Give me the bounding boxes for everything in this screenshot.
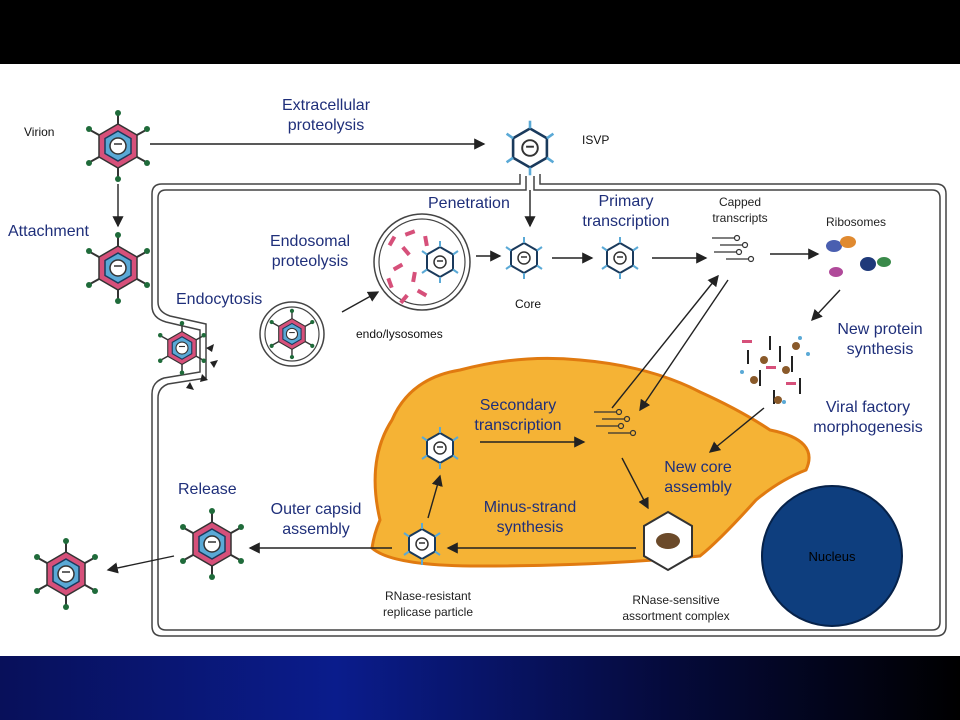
viral-factory [370, 356, 811, 568]
extracellular-label-1: Extracellular [282, 97, 371, 114]
attached-virion [85, 231, 151, 305]
rnase-sensitive-label-2: assortment complex [622, 609, 729, 623]
release-label: Release [178, 481, 237, 498]
reovirus-replication-diagram: Nucleus [8, 97, 947, 637]
rnase-resistant-label-2: replicase particle [383, 605, 473, 619]
attachment-label: Attachment [8, 223, 89, 240]
new-protein-label-1: New protein [837, 321, 922, 338]
outer-capsid-label-2: assembly [282, 521, 350, 538]
bottom-gradient-bar [0, 656, 960, 720]
nucleus-label: Nucleus [809, 549, 856, 564]
secondary-label-2: transcription [474, 417, 561, 434]
isvp-label: ISVP [582, 133, 609, 147]
diagram-panel: Nucleus [0, 64, 960, 656]
isvp-particle [505, 119, 555, 177]
endo-lysosomes-label: endo/lysosomes [356, 327, 443, 341]
extracellular-label-2: proteolysis [288, 117, 364, 134]
rnase-sensitive-label-1: RNase-sensitive [632, 593, 720, 607]
endo-lysosome [373, 213, 471, 311]
assortment-complex [643, 510, 693, 572]
endosomal-label-2: proteolysis [272, 253, 348, 270]
primary-label-1: Primary [598, 193, 653, 210]
process-arrows [106, 138, 841, 574]
capped-transcripts [711, 234, 755, 263]
new-core-label-2: assembly [664, 479, 732, 496]
endosomal-label-1: Endosomal [270, 233, 350, 250]
primary-transcription-core [601, 236, 639, 280]
virion-label: Virion [24, 125, 54, 139]
viral-factory-label-1: Viral factory [826, 399, 910, 416]
virion-particle [85, 109, 151, 183]
secondary-label-1: Secondary [480, 397, 557, 414]
minus-strand-label-1: Minus-strand [484, 499, 576, 516]
endocytosis-pit [157, 320, 218, 390]
released-virion-2 [33, 537, 99, 611]
capped-label-2: transcripts [712, 211, 767, 225]
new-protein-label-2: synthesis [847, 341, 914, 358]
capped-label-1: Capped [719, 195, 761, 209]
endocytosis-label: Endocytosis [176, 291, 262, 308]
nucleus [761, 485, 903, 627]
primary-label-2: transcription [582, 213, 669, 230]
ribosomes [826, 236, 891, 277]
protein-cluster [740, 336, 810, 404]
minus-strand-label-2: synthesis [497, 519, 564, 536]
viral-factory-label-2: morphogenesis [813, 419, 922, 436]
endosome [259, 301, 325, 367]
ribosomes-label: Ribosomes [826, 215, 886, 229]
cell-membrane [151, 174, 947, 637]
rnase-resistant-label-1: RNase-resistant [385, 589, 472, 603]
core-label: Core [515, 297, 541, 311]
top-black-bar [0, 0, 960, 64]
core-particle [505, 236, 543, 280]
outer-capsid-label-1: Outer capsid [271, 501, 362, 518]
penetration-label: Penetration [428, 195, 510, 212]
new-core-label-1: New core [664, 459, 732, 476]
released-virion-1 [179, 507, 245, 581]
